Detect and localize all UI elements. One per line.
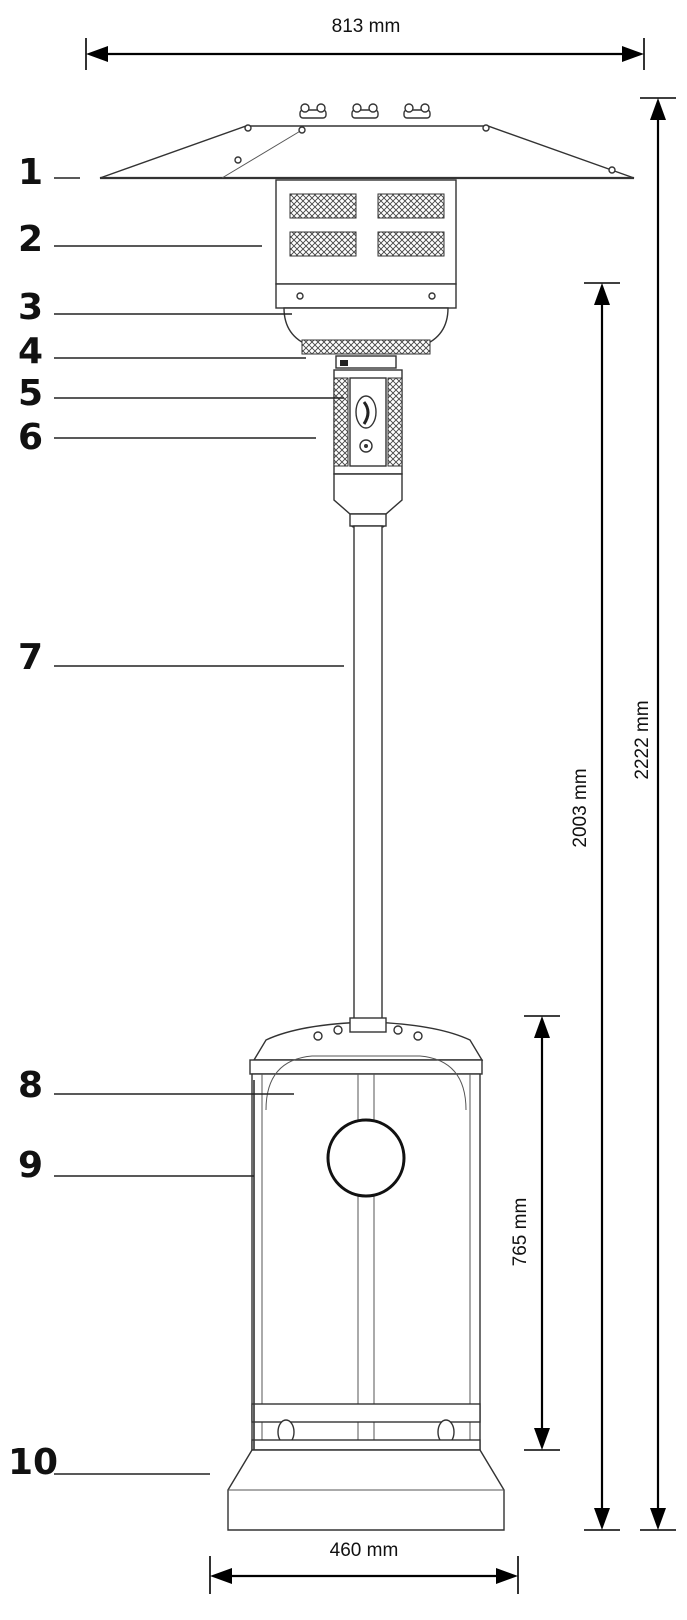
dimension-tank-height: 765 mm — [510, 1015, 560, 1451]
part-label-1: 1 — [18, 152, 44, 193]
viewing-window — [326, 1118, 406, 1198]
part-label-6: 6 — [18, 417, 44, 458]
control-box — [333, 355, 403, 528]
dimension-upper-height: 2003 mm — [570, 282, 620, 1531]
post — [349, 513, 387, 1027]
tank-housing — [249, 1017, 484, 1451]
part-label-8: 8 — [18, 1065, 44, 1106]
part-label-3: 3 — [18, 287, 44, 328]
part-label-7: 7 — [18, 637, 44, 678]
burner-housing — [275, 283, 457, 347]
label-top-width: 813 mm — [332, 16, 401, 37]
label-tank-height: 765 mm — [510, 1198, 531, 1267]
wing-nuts — [299, 103, 431, 119]
leader-lines — [54, 177, 344, 1475]
label-total-height: 2222 mm — [632, 700, 653, 779]
part-label-5: 5 — [18, 373, 44, 414]
base — [227, 1449, 505, 1531]
dimension-base-width: 460 mm — [209, 1540, 519, 1594]
dimension-top-width: 813 mm — [85, 16, 645, 70]
reflector — [99, 124, 635, 180]
part-label-9: 9 — [18, 1145, 44, 1186]
emitter-screen — [275, 179, 457, 285]
dimension-total-height: 2222 mm — [632, 97, 676, 1531]
part-label-2: 2 — [18, 219, 44, 260]
label-base-width: 460 mm — [330, 1540, 399, 1561]
label-upper-height: 2003 mm — [570, 768, 591, 847]
burner-ring — [301, 339, 431, 355]
part-label-10: 10 — [8, 1442, 59, 1483]
part-label-4: 4 — [18, 331, 44, 372]
